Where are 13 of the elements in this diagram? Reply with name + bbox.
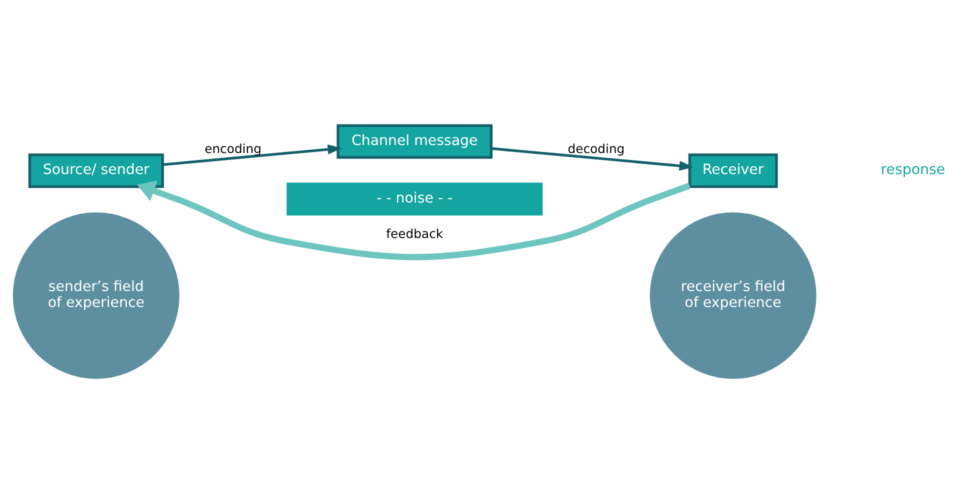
node-circle: receiver’s field of experience [650,212,816,379]
arrow [137,180,691,260]
edge-label: feedback [386,226,444,242]
arrow [491,147,694,171]
node-box: Channel message [336,124,493,159]
node-box: Receiver [688,153,778,188]
node-box: - - noise - - [286,182,543,216]
node-box: Source/ sender [28,153,164,188]
edge-label: encoding [204,141,262,156]
node-circle: sender’s field of experience [12,212,180,379]
label: response [880,162,946,178]
edge-label: decoding [568,141,625,156]
arrow [162,144,342,166]
